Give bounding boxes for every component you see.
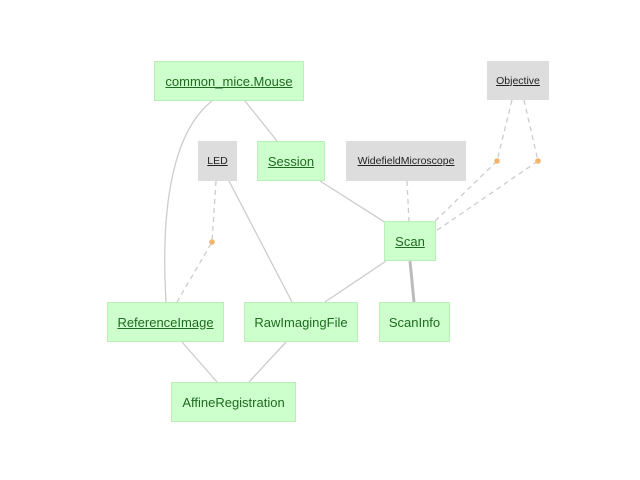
edge-dot-led-refimage <box>209 239 215 245</box>
node-label: Objective <box>496 74 540 87</box>
node-label: AffineRegistration <box>182 394 285 410</box>
node-reference-image[interactable]: ReferenceImage <box>107 302 224 342</box>
node-session[interactable]: Session <box>257 141 325 181</box>
node-common-mice-mouse[interactable]: common_mice.Mouse <box>154 61 304 101</box>
node-objective[interactable]: Objective <box>487 61 549 100</box>
edge-led-refimage <box>176 180 217 303</box>
edge-dot-objective-scan <box>494 158 500 164</box>
edge-mouse-refimage <box>164 100 213 303</box>
node-raw-imaging-file[interactable]: RawImagingFile <box>244 302 358 342</box>
node-label: Session <box>267 153 315 169</box>
edge-objective-scan <box>429 99 513 227</box>
node-label: WidefieldMicroscope <box>357 155 455 167</box>
edge-rawimaging-affine <box>248 341 287 383</box>
edge-widefield-scan <box>406 180 410 222</box>
edge-refimage-affine <box>181 341 218 383</box>
edge-objective-scan <box>435 99 539 232</box>
edge-dot-objective-scan <box>535 158 541 164</box>
edge-led-rawimaging <box>228 180 293 303</box>
node-label: ScanInfo <box>388 314 441 330</box>
node-widefield-microscope[interactable]: WidefieldMicroscope <box>346 141 466 181</box>
node-label: LED <box>207 155 228 167</box>
node-label: ReferenceImage <box>117 314 214 330</box>
node-label: Scan <box>395 233 425 249</box>
node-affine-registration[interactable]: AffineRegistration <box>171 382 296 422</box>
node-label: common_mice.Mouse <box>165 73 293 89</box>
edge-mouse-session <box>244 100 278 142</box>
edge-scan-scaninfo <box>408 260 416 303</box>
node-label: RawImagingFile <box>254 314 348 330</box>
node-scan-info[interactable]: ScanInfo <box>379 302 450 342</box>
node-scan[interactable]: Scan <box>384 221 436 261</box>
node-led[interactable]: LED <box>198 141 237 181</box>
edge-scan-rawimaging <box>324 260 387 303</box>
